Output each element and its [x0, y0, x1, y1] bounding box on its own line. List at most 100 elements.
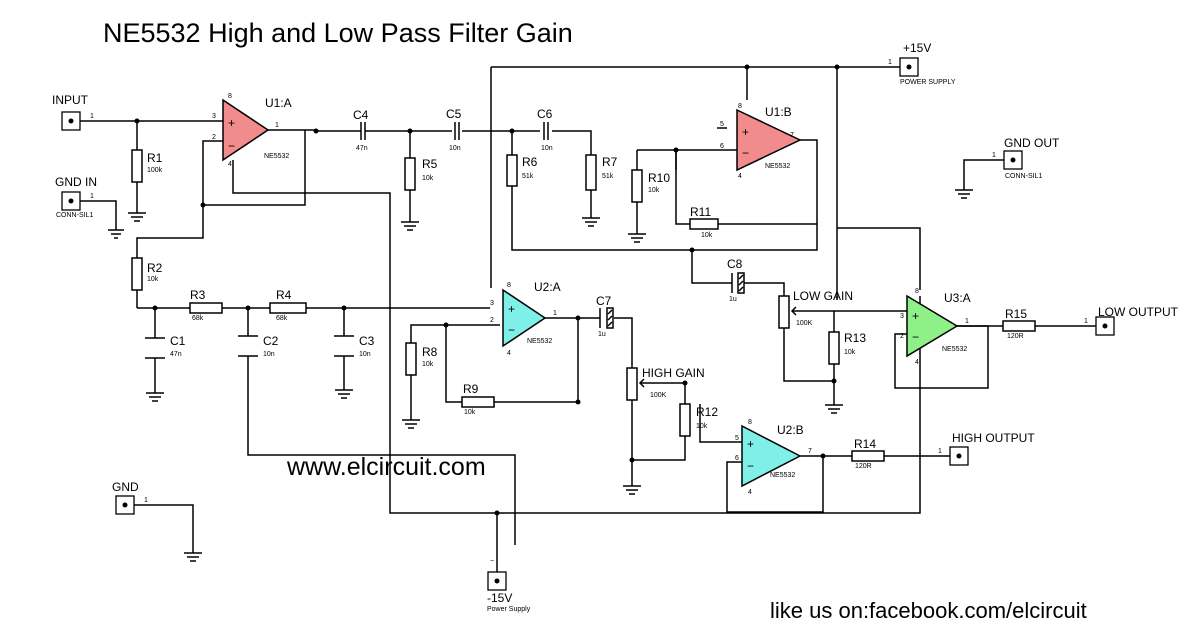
opamp-u2b: + − [741, 424, 802, 488]
svg-text:1u: 1u [598, 331, 606, 338]
svg-text:10k: 10k [844, 349, 856, 356]
svg-text:10n: 10n [359, 351, 371, 358]
u3a-minus: − [912, 330, 919, 344]
svg-text:1: 1 [90, 193, 94, 200]
capacitor-c7 [596, 308, 601, 328]
svg-text:68k: 68k [276, 315, 288, 322]
svg-text:C4: C4 [353, 108, 369, 122]
wires [80, 66, 1096, 572]
svg-text:1u: 1u [729, 296, 737, 303]
svg-text:8: 8 [748, 419, 752, 426]
svg-text:10n: 10n [541, 145, 553, 152]
svg-text:C2: C2 [263, 334, 279, 348]
junctions [134, 64, 840, 516]
resistor-r1 [131, 149, 143, 183]
svg-text:C3: C3 [359, 334, 375, 348]
label-u3a-part: NE5532 [942, 346, 967, 353]
svg-text:4: 4 [915, 359, 919, 366]
svg-text:C7: C7 [596, 294, 612, 308]
svg-text:1: 1 [965, 318, 969, 325]
svg-text:C1: C1 [170, 334, 186, 348]
capacitor-c1 [145, 337, 165, 359]
svg-text:−: − [490, 558, 494, 565]
svg-text:4: 4 [748, 489, 752, 496]
resistor-r11 [689, 218, 719, 230]
resistor-r5 [404, 157, 416, 191]
label-gnd-in: GND IN [55, 175, 97, 189]
svg-text:1: 1 [888, 59, 892, 66]
svg-text:8: 8 [738, 103, 742, 110]
opamp-u3a: + − [906, 294, 959, 358]
u1b-plus: + [742, 125, 749, 139]
label-u1a: U1:A [265, 96, 292, 110]
label-high-output: HIGH OUTPUT [952, 431, 1035, 445]
resistor-r7 [585, 154, 597, 191]
footer-text: like us on:facebook.com/elcircuit [770, 598, 1087, 623]
resistor-r9 [461, 396, 495, 408]
svg-text:120R: 120R [1007, 333, 1024, 340]
website-text: www.elcircuit.com [286, 453, 486, 481]
svg-text:5: 5 [735, 435, 739, 442]
resistor-r3 [189, 302, 223, 314]
opamp-u2a-body [502, 288, 547, 348]
svg-text:1: 1 [144, 497, 148, 504]
svg-text:R10: R10 [648, 171, 670, 185]
label-u1b-part: NE5532 [765, 163, 790, 170]
pot-wiper-low [790, 306, 797, 316]
capacitor-c5 [454, 122, 460, 140]
svg-text:C8: C8 [727, 257, 743, 271]
svg-text:R5: R5 [422, 157, 438, 171]
label-u3a: U3:A [944, 291, 971, 305]
svg-text:R9: R9 [463, 382, 479, 396]
label-u2a: U2:A [534, 280, 561, 294]
svg-text:10n: 10n [449, 145, 461, 152]
svg-text:7: 7 [808, 448, 812, 455]
svg-text:1: 1 [938, 448, 942, 455]
svg-text:R12: R12 [696, 405, 718, 419]
u1b-minus: − [742, 146, 749, 160]
svg-text:R2: R2 [147, 261, 163, 275]
resistor-r10 [631, 169, 643, 203]
svg-text:LOW GAIN: LOW GAIN [793, 289, 853, 303]
capacitor-c6 [543, 122, 549, 140]
resistor-r12 [679, 403, 691, 437]
svg-text:8: 8 [915, 288, 919, 295]
opamp-u2b-body [741, 424, 802, 488]
resistor-r13 [828, 331, 840, 365]
label-minus15-sub: Power Supply [487, 606, 531, 613]
svg-text:3: 3 [900, 313, 904, 320]
svg-text:120R: 120R [855, 463, 872, 470]
pot-high-gain [626, 367, 638, 401]
label-gnd-in-sub: CONN-SIL1 [56, 212, 93, 219]
label-low-output: LOW OUTPUT [1098, 305, 1179, 319]
label-u2a-part: NE5532 [527, 338, 552, 345]
ground-symbols [108, 189, 973, 562]
label-input: INPUT [52, 93, 89, 107]
svg-text:10n: 10n [263, 351, 275, 358]
page-title: NE5532 High and Low Pass Filter Gain [103, 18, 573, 48]
label-u2b-part: NE5532 [770, 472, 795, 479]
label-u1a-part: NE5532 [264, 153, 289, 160]
svg-text:2: 2 [490, 317, 494, 324]
u3a-plus: + [912, 309, 919, 323]
opamp-pin-numbers: 3 2 1 8 4 5 6 7 8 4 3 2 1 8 4 5 6 7 8 4 … [212, 93, 969, 496]
svg-text:10k: 10k [696, 423, 708, 430]
svg-text:51k: 51k [602, 173, 614, 180]
svg-text:100K: 100K [796, 320, 813, 327]
connectors [61, 57, 1115, 591]
svg-text:1: 1 [275, 122, 279, 129]
svg-text:4: 4 [507, 350, 511, 357]
resistors [131, 149, 1036, 462]
svg-text:1: 1 [553, 310, 557, 317]
svg-text:1: 1 [992, 152, 996, 159]
resistor-r4 [269, 302, 307, 314]
label-plus15-sub: POWER SUPPLY [900, 79, 956, 86]
svg-text:47n: 47n [170, 351, 182, 358]
connector-pin-numbers: 1 1 1 1 1 1 1 − [90, 59, 1088, 565]
svg-text:R13: R13 [844, 331, 866, 345]
svg-text:R11: R11 [690, 205, 711, 219]
svg-text:3: 3 [212, 113, 216, 120]
label-u1b: U1:B [765, 105, 792, 119]
resistor-r15 [1002, 320, 1036, 332]
